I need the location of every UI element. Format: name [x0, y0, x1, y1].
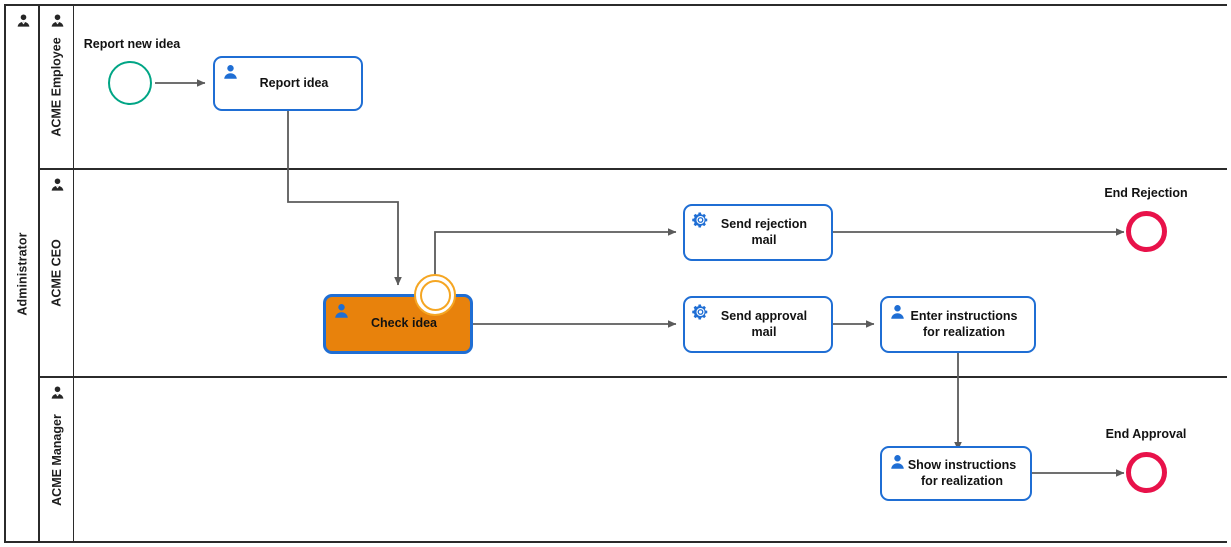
task-label: Enter instructions for realization [910, 308, 1018, 339]
end-event-rejection[interactable] [1126, 211, 1167, 252]
pool-name: Administrator [16, 231, 31, 316]
lane-label: ACME Manager [40, 378, 74, 541]
task-label: Check idea [370, 316, 437, 331]
lane-label: ACME CEO [40, 170, 74, 376]
task-enter-instructions-for-realization[interactable]: Enter instructions for realization [880, 296, 1036, 353]
lane-header-acme-manager[interactable]: ACME Manager [40, 378, 74, 541]
lane-acme-manager[interactable]: ACME Manager [40, 376, 1227, 541]
end-rejection-label: End Rejection [1104, 186, 1188, 200]
participant-icon [17, 14, 30, 27]
participant-icon [51, 14, 64, 27]
lane-header-acme-ceo[interactable]: ACME CEO [40, 170, 74, 376]
task-show-instructions-for-realization[interactable]: Show instructions for realization [880, 446, 1032, 501]
boundary-event-inner-ring [419, 279, 451, 311]
user-task-icon [891, 455, 904, 469]
user-task-icon [891, 305, 904, 319]
task-report-idea[interactable]: Report idea [213, 56, 363, 111]
participant-icon [51, 178, 64, 191]
task-label: Show instructions for realization [907, 457, 1017, 488]
lane-acme-ceo[interactable]: ACME CEO [40, 168, 1227, 376]
pool-header[interactable]: Administrator [6, 6, 40, 541]
start-event-label: Report new idea [83, 37, 181, 51]
participant-icon [51, 386, 64, 399]
pool-administrator[interactable]: Administrator ACME Employee [4, 4, 1227, 543]
lane-name-acme-employee: ACME Employee [50, 37, 64, 137]
user-task-icon [224, 65, 237, 79]
boundary-event-check-idea[interactable] [414, 274, 456, 316]
task-label: Report idea [259, 75, 329, 90]
task-label: Send approval mail [720, 308, 808, 339]
task-send-rejection-mail[interactable]: Send rejection mail [683, 204, 833, 261]
lane-label: ACME Employee [40, 6, 74, 168]
service-task-icon [692, 304, 708, 320]
user-task-icon [335, 304, 348, 318]
lane-name-acme-manager: ACME Manager [50, 413, 64, 506]
task-label: Send rejection mail [720, 216, 808, 247]
end-approval-label: End Approval [1105, 427, 1187, 441]
service-task-icon [692, 212, 708, 228]
end-event-approval[interactable] [1126, 452, 1167, 493]
lane-name-acme-ceo: ACME CEO [50, 239, 64, 307]
pool-label: Administrator [6, 6, 40, 541]
task-send-approval-mail[interactable]: Send approval mail [683, 296, 833, 353]
lane-header-acme-employee[interactable]: ACME Employee [40, 6, 74, 168]
start-event[interactable] [108, 61, 152, 105]
